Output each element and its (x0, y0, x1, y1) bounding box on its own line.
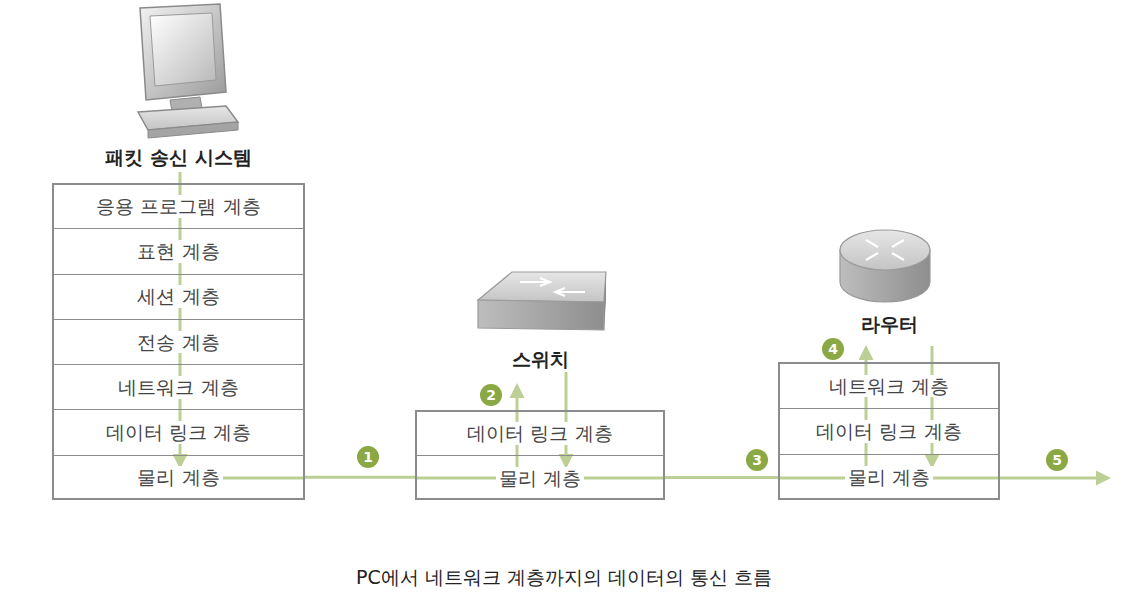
layer-stack: 스위치데이터 링크 계층물리 계층 (415, 410, 665, 500)
layer-label: 세션 계층 (134, 285, 222, 308)
layer-label: 네트워크 계층 (826, 375, 952, 398)
layer-stack: 라우터네트워크 계층데이터 링크 계층물리 계층 (778, 362, 1000, 500)
layer-label: 전송 계층 (134, 331, 222, 354)
system-heading: 스위치 (509, 348, 572, 372)
figure-caption: PC에서 네트워크 계층까지의 데이터의 통신 흐름 (0, 565, 1128, 591)
layer-label: 물리 계층 (134, 466, 222, 489)
system-heading: 라우터 (858, 313, 921, 337)
layer-row: 네트워크 계층 (54, 364, 303, 409)
layer-label: 물리 계층 (496, 467, 584, 490)
layer-label: 표현 계층 (134, 240, 222, 263)
layer-label: 데이터 링크 계층 (103, 421, 254, 444)
layer-row: 네트워크 계층 (780, 364, 998, 408)
switch-icon (478, 272, 606, 330)
pc-icon (138, 4, 238, 138)
callout-number: 2 (480, 384, 502, 406)
layer-label: 데이터 링크 계층 (464, 422, 615, 445)
layer-row: 데이터 링크 계층 (780, 408, 998, 454)
flow-arrows (180, 172, 1108, 478)
layer-row: 전송 계층 (54, 319, 303, 364)
flow-connector (663, 476, 780, 479)
layer-label: 응용 프로그램 계층 (93, 195, 263, 218)
callout-number: 5 (1046, 449, 1068, 471)
system-heading: 패킷 송신 시스템 (102, 146, 254, 170)
flow-connector (303, 476, 417, 479)
layer-row: 세션 계층 (54, 274, 303, 319)
layer-stack: 패킷 송신 시스템응용 프로그램 계층표현 계층세션 계층전송 계층네트워크 계… (52, 183, 305, 500)
layer-row: 물리 계층 (780, 454, 998, 500)
layer-row: 표현 계층 (54, 228, 303, 273)
layer-row: 물리 계층 (417, 455, 663, 500)
layer-label: 네트워크 계층 (115, 376, 241, 399)
layer-row: 데이터 링크 계층 (54, 409, 303, 454)
callout-number: 3 (746, 449, 768, 471)
callout-number: 4 (822, 338, 844, 360)
layer-row: 응용 프로그램 계층 (54, 185, 303, 228)
layer-row: 물리 계층 (54, 455, 303, 500)
router-icon (840, 230, 930, 302)
layer-row: 데이터 링크 계층 (417, 412, 663, 455)
layer-label: 데이터 링크 계층 (813, 420, 964, 443)
callout-number: 1 (357, 446, 379, 468)
layer-label: 물리 계층 (845, 466, 933, 489)
